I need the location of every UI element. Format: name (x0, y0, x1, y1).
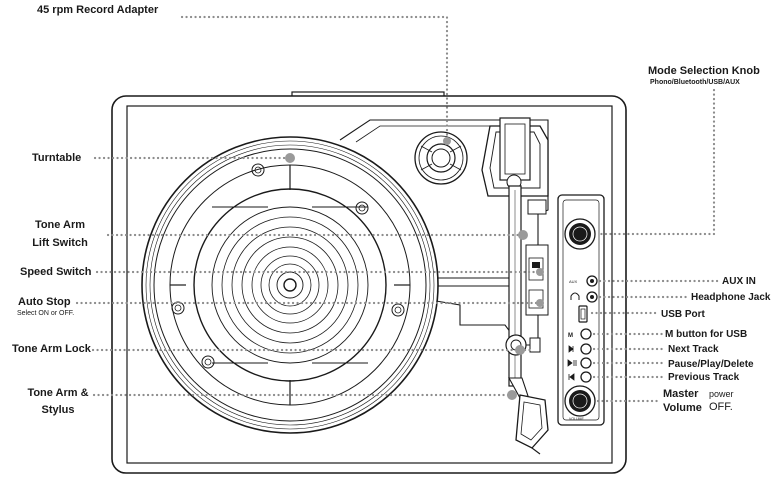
label-auto-stop: Auto Stop (18, 296, 71, 308)
label-pause-play: Pause/Play/Delete (668, 359, 754, 370)
volume-panel-mark: VOLUME (569, 417, 584, 421)
label-tone-arm-lock: Tone Arm Lock (12, 343, 91, 355)
aux-panel-mark: AUX (569, 279, 578, 284)
label-auto-stop-sub: Select ON or OFF. (17, 310, 75, 317)
label-turntable: Turntable (32, 152, 82, 164)
label-mode-knob: Mode Selection Knob (648, 65, 760, 77)
master-volume-knob[interactable] (564, 385, 596, 417)
label-m-button: M button for USB (665, 329, 748, 340)
pause-play-button[interactable] (580, 357, 592, 369)
label-tone-arm-lift-1: Tone Arm (34, 219, 86, 231)
tonearm-base-inner (355, 125, 540, 143)
label-aux-in: AUX IN (722, 276, 756, 287)
previous-track-button[interactable] (580, 371, 592, 383)
headphone-jack[interactable] (586, 291, 598, 303)
tone-arm (481, 117, 549, 455)
label-tone-arm-lift-2: Lift Switch (32, 237, 88, 249)
headphone-icon (570, 292, 580, 300)
label-tone-arm-stylus-1: Tone Arm & (27, 387, 89, 399)
label-45rpm-adapter: 45 rpm Record Adapter (37, 4, 159, 16)
label-previous-track: Previous Track (668, 372, 740, 383)
label-mode-knob-sub: Phono/Bluetooth/USB/AUX (650, 79, 740, 86)
label-headphone-jack: Headphone Jack (691, 292, 771, 303)
aux-in-jack[interactable] (586, 275, 598, 287)
label-master: Master (663, 388, 699, 400)
leader-endpoints (285, 137, 544, 400)
label-off: OFF. (709, 401, 733, 413)
leader-lines (75, 15, 720, 403)
play-pause-icon (567, 359, 577, 367)
label-power: power (709, 389, 734, 399)
m-button[interactable] (580, 328, 592, 340)
previous-track-icon (568, 373, 575, 381)
usb-port[interactable] (578, 305, 588, 323)
label-volume: Volume (663, 402, 702, 414)
turntable-platter (141, 136, 439, 434)
next-track-button[interactable] (580, 343, 592, 355)
label-next-track: Next Track (668, 344, 719, 355)
label-speed-switch: Speed Switch (20, 266, 92, 278)
next-track-icon (568, 345, 574, 353)
mode-selection-knob[interactable] (564, 218, 596, 250)
m-panel-mark: M (568, 333, 573, 339)
record-adapter (414, 131, 468, 185)
label-usb-port: USB Port (661, 309, 705, 320)
label-tone-arm-stylus-2: Stylus (41, 404, 75, 416)
